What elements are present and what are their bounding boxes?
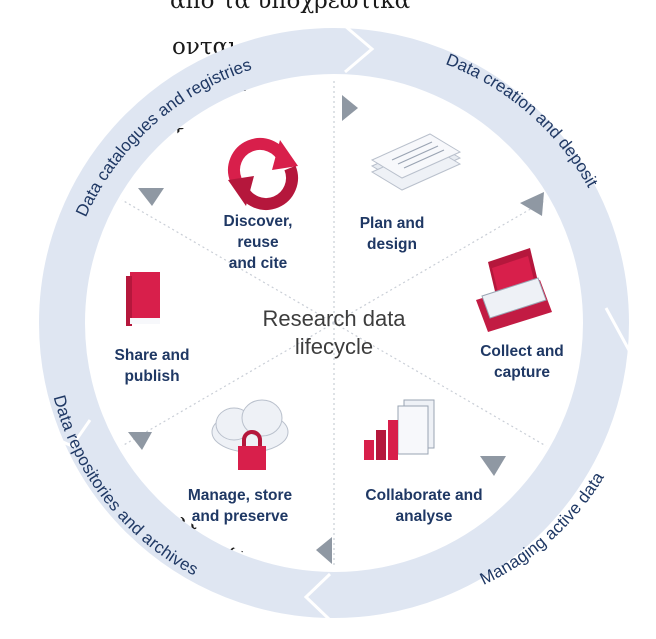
center-title-line: Research data: [262, 306, 406, 331]
stage-plan-line: design: [367, 236, 417, 253]
arrow-icon: [480, 456, 506, 476]
stage-collect: Collect and capture: [480, 343, 564, 381]
arrow-icon: [128, 432, 152, 450]
stage-discover: Discover, reuse and cite: [224, 213, 293, 272]
center-title-line: lifecycle: [295, 334, 373, 359]
stage-plan: Plan and design: [360, 215, 425, 253]
stage-manage-line: and preserve: [192, 508, 289, 525]
stage-discover-line: and cite: [229, 255, 288, 272]
refresh-icon: [228, 138, 298, 210]
flow-arrows: [128, 95, 544, 564]
stage-collaborate-line: Collaborate and: [365, 487, 482, 504]
stage-discover-line: reuse: [237, 234, 279, 251]
inner-disc: [88, 77, 580, 569]
outer-ring: [39, 24, 656, 622]
stage-manage: Manage, store and preserve: [188, 487, 293, 525]
stage-discover-line: Discover,: [224, 213, 293, 230]
book-icon: [126, 272, 160, 326]
stage-share-line: Share and: [115, 347, 190, 364]
stage-share-line: publish: [124, 368, 179, 385]
sector-dividers: [121, 78, 547, 568]
stage-share: Share and publish: [115, 347, 190, 385]
center-title: Research data lifecycle: [262, 306, 406, 359]
arrow-icon: [316, 537, 332, 564]
analysis-chart-icon: [364, 399, 435, 460]
stage-collect-line: Collect and: [480, 343, 564, 360]
briefcase-icon: [476, 248, 552, 332]
stage-collect-line: capture: [494, 364, 550, 381]
arrow-icon: [520, 192, 544, 216]
document-stack-icon: [370, 133, 462, 191]
stage-plan-line: Plan and: [360, 215, 425, 232]
cloud-lock-icon: [211, 399, 289, 470]
stage-collaborate-line: analyse: [396, 508, 453, 525]
arrow-icon: [342, 95, 358, 121]
arrow-icon: [138, 188, 164, 206]
stage-manage-line: Manage, store: [188, 487, 293, 504]
stage-collaborate: Collaborate and analyse: [365, 487, 482, 525]
